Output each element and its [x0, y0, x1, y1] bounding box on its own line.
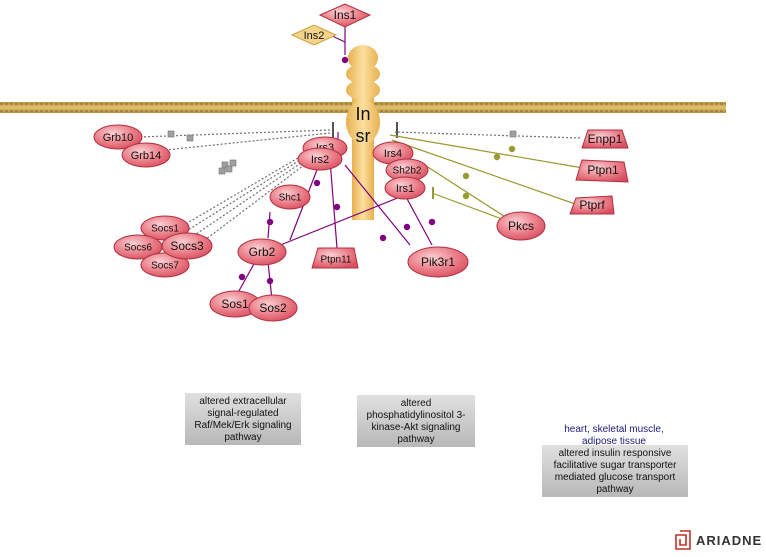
insr-label-2: sr: [356, 126, 371, 146]
edge-squares: [167, 130, 517, 175]
enpp1-node[interactable]: Enpp1: [581, 129, 629, 149]
erk-line-2: signal-regulated: [207, 408, 278, 419]
binding-dots: [238, 56, 436, 285]
socs7-label: Socs7: [151, 261, 179, 272]
grb10-node[interactable]: Grb10: [93, 124, 143, 150]
akt-line-3: kinase-Akt signaling: [372, 422, 461, 433]
glucose-caption-1: heart, skeletal muscle,: [564, 424, 664, 435]
irs2-label: Irs2: [311, 154, 329, 166]
socs3-node[interactable]: Socs3: [161, 232, 213, 260]
sos1-node[interactable]: Sos1: [209, 290, 261, 318]
erk-line-4: pathway: [224, 432, 261, 443]
grb2-node[interactable]: Grb2: [237, 238, 287, 266]
irs4-label: Irs4: [384, 148, 402, 160]
glucose-caption-2: adipose tissue: [582, 436, 646, 447]
inhibitor-bars: [332, 122, 398, 140]
ptpn1-node[interactable]: Ptpn1: [575, 159, 629, 183]
irs1-label: Irs1: [396, 183, 414, 195]
enpp1-label: Enpp1: [588, 132, 623, 146]
grb14-label: Grb14: [131, 150, 162, 162]
glucose-line-1: altered insulin responsive: [559, 448, 672, 459]
ariadne-logo: ARIADNE: [675, 530, 762, 550]
erk-line-3: Raf/Mek/Erk signaling: [194, 420, 291, 431]
sos1-label: Sos1: [221, 297, 249, 311]
ptprf-label: Ptprf: [579, 198, 605, 212]
akt-line-4: pathway: [397, 434, 434, 445]
pik3r1-label: Pik3r1: [421, 255, 455, 269]
erk-pathway-box[interactable]: altered extracellular signal-regulated R…: [185, 393, 301, 445]
ins1-node[interactable]: Ins1: [318, 3, 372, 28]
pik3r1-node[interactable]: Pik3r1: [407, 246, 469, 278]
shc1-node[interactable]: Shc1: [269, 184, 311, 210]
pkcs-node[interactable]: Pkcs: [496, 211, 546, 241]
olive-dots: [462, 145, 516, 200]
ins1-label: Ins1: [334, 8, 357, 22]
glucose-line-2: facilitative sugar transporter: [554, 460, 678, 471]
grb14-node[interactable]: Grb14: [121, 142, 171, 168]
sh2b2-label: Sh2b2: [393, 166, 422, 177]
grb2-label: Grb2: [249, 245, 276, 259]
irs2-node[interactable]: Irs2: [297, 147, 343, 171]
socs3-label: Socs3: [170, 239, 204, 253]
glucose-pathway-box[interactable]: altered insulin responsive facilitative …: [542, 445, 688, 497]
sos2-node[interactable]: Sos2: [248, 294, 298, 322]
sos2-label: Sos2: [259, 301, 287, 315]
akt-pathway-box[interactable]: altered phosphatidylinositol 3- kinase-A…: [357, 395, 475, 447]
ariadne-logo-text: ARIADNE: [696, 533, 762, 548]
ins2-label: Ins2: [304, 30, 325, 42]
glucose-line-4: pathway: [596, 484, 633, 495]
ptpn11-node[interactable]: Ptpn11: [311, 247, 359, 269]
glucose-line-3: mediated glucose transport: [555, 472, 676, 483]
shc1-label: Shc1: [279, 193, 302, 204]
socs6-label: Socs6: [124, 243, 152, 254]
ptprf-node[interactable]: Ptprf: [569, 195, 615, 215]
irs4-node[interactable]: Irs4: [372, 141, 414, 165]
ariadne-logo-icon: [675, 530, 691, 550]
olive-edges: [389, 134, 584, 223]
socs1-label: Socs1: [151, 224, 179, 235]
akt-line-2: phosphatidylinositol 3-: [367, 410, 466, 421]
ptpn11-label: Ptpn11: [321, 255, 352, 266]
socs7-node[interactable]: Socs7: [140, 252, 190, 278]
insr-receptor[interactable]: In sr: [346, 45, 380, 220]
erk-line-1: altered extracellular: [199, 396, 287, 407]
irs1-node[interactable]: Irs1: [384, 176, 426, 200]
ptpn1-label: Ptpn1: [587, 163, 619, 177]
grb10-label: Grb10: [103, 132, 134, 144]
akt-line-1: altered: [401, 398, 432, 409]
insr-label-1: In: [355, 104, 370, 124]
pkcs-label: Pkcs: [508, 219, 534, 233]
ins2-node[interactable]: Ins2: [290, 24, 338, 46]
